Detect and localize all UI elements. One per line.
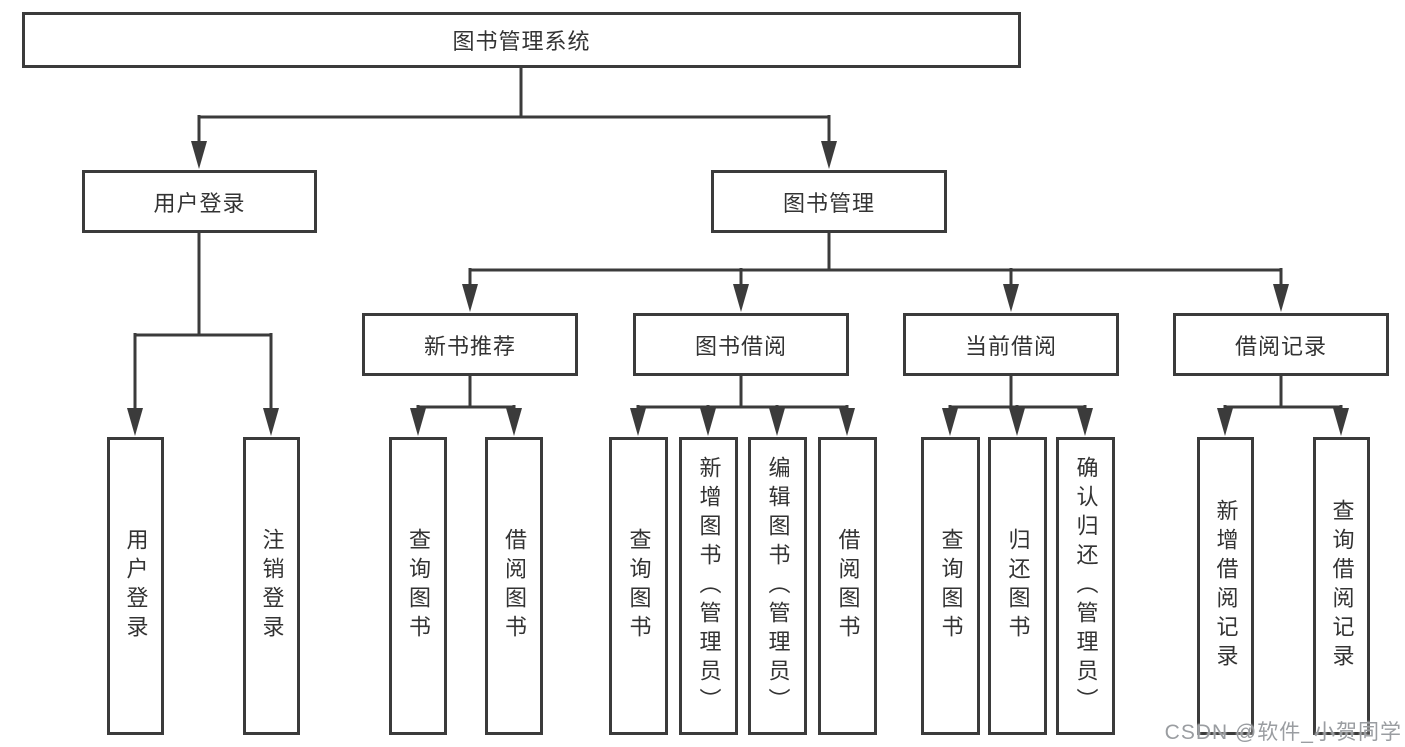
node-leaf-return-books: 归还图书: [988, 437, 1047, 735]
node-leaf-add-books-admin: 新增图书（管理员）: [679, 437, 738, 735]
node-borrowing-records: 借阅记录: [1173, 313, 1389, 376]
node-leaf-confirm-return-admin: 确认归还（管理员）: [1056, 437, 1115, 735]
node-book-management: 图书管理: [711, 170, 947, 233]
node-leaf-query-books-current: 查询图书: [921, 437, 980, 735]
node-leaf-query-borrow-record: 查询借阅记录: [1313, 437, 1370, 735]
node-leaf-add-borrow-record: 新增借阅记录: [1197, 437, 1254, 735]
node-book-borrowing: 图书借阅: [633, 313, 849, 376]
node-leaf-user-login: 用户登录: [107, 437, 164, 735]
node-user-login: 用户登录: [82, 170, 317, 233]
csdn-watermark: CSDN @软件_小贺同学: [1164, 721, 1402, 744]
node-leaf-query-books-borrow: 查询图书: [609, 437, 668, 735]
node-leaf-borrow-books-recommend: 借阅图书: [485, 437, 543, 735]
node-new-book-recommend: 新书推荐: [362, 313, 578, 376]
node-leaf-edit-books-admin: 编辑图书（管理员）: [748, 437, 807, 735]
node-current-borrowing: 当前借阅: [903, 313, 1119, 376]
node-leaf-query-books-recommend: 查询图书: [389, 437, 447, 735]
node-root-system: 图书管理系统: [22, 12, 1021, 68]
node-leaf-logout: 注销登录: [243, 437, 300, 735]
node-leaf-borrow-books: 借阅图书: [818, 437, 877, 735]
